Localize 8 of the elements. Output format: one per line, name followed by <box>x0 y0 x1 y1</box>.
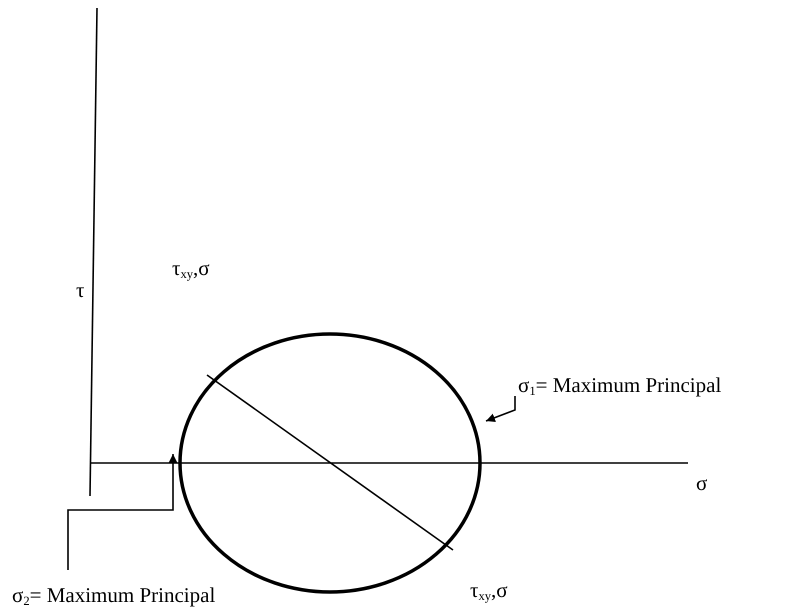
stress-point-label: τ$_{xy}$,σ <box>470 580 508 601</box>
principal-stress-label: σ$_{2}$= Maximum Principal <box>12 585 216 606</box>
shear-axis-label: τ <box>76 280 84 301</box>
principal-stress-label: σ$_{1}$= Maximum Principal <box>518 375 722 396</box>
normal-axis-label: σ <box>696 473 708 494</box>
leader-line <box>486 396 516 422</box>
leader-line <box>67 454 178 570</box>
stress-point-label: τ$_{xy}$,σ <box>172 258 210 279</box>
